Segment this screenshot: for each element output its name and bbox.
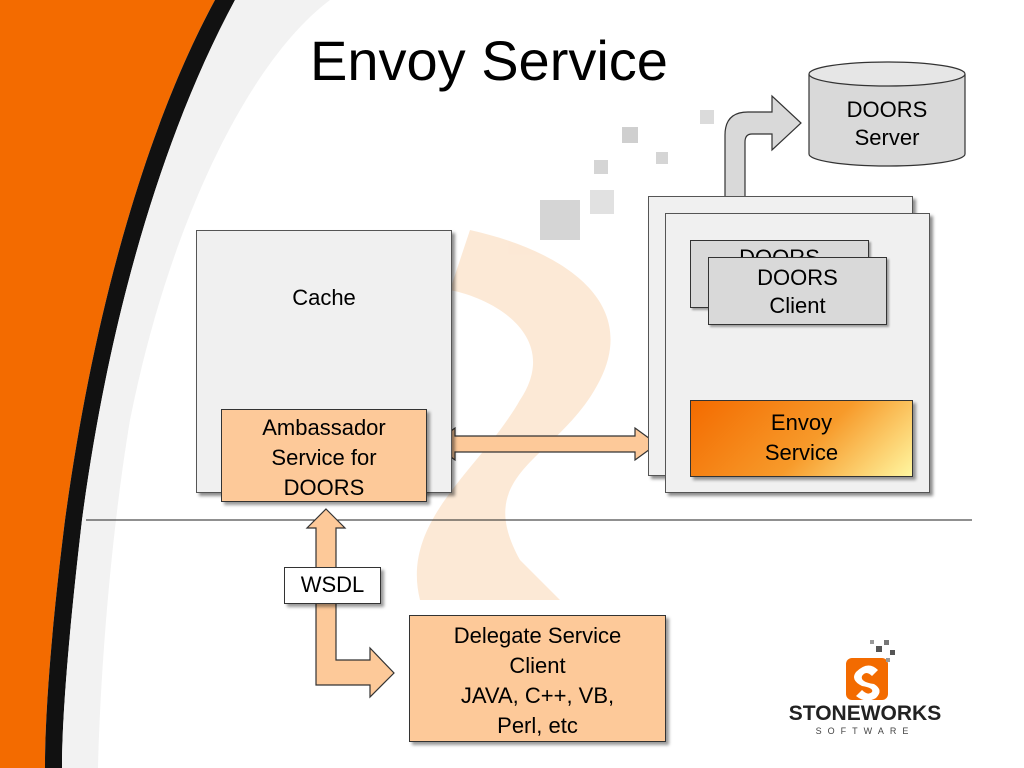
- delegate-line-2: Client: [509, 653, 566, 678]
- envoy-service-box: Envoy Service: [690, 400, 913, 477]
- stoneworks-logo-text: STONEWORKS: [788, 702, 942, 725]
- delegate-line-4: Perl, etc: [497, 713, 578, 738]
- envoy-service-line-2: Service: [764, 440, 839, 465]
- envoy-service-line-1: Envoy: [770, 410, 833, 435]
- doors-server-label: DOORS Server: [809, 96, 965, 152]
- wsdl-box: WSDL: [284, 567, 381, 604]
- gray-swoosh-decoration: [62, 0, 330, 768]
- doors-server-line-2: Server: [854, 125, 920, 150]
- wsdl-ambassador-arrow: [305, 508, 395, 699]
- ambassador-line-3: DOORS: [283, 475, 365, 500]
- stoneworks-logo-icon: [846, 640, 895, 701]
- ambassador-line-1: Ambassador: [262, 415, 386, 440]
- black-swoosh-decoration: [45, 0, 235, 768]
- page-title: Envoy Service: [310, 29, 668, 92]
- doors-client-box: DOORS Client: [708, 257, 887, 325]
- doors-client-line-1: DOORS: [757, 265, 838, 290]
- doors-server-cylinder: [808, 61, 966, 167]
- doors-client-line-2: Client: [769, 293, 826, 318]
- delegate-line-1: Delegate Service: [453, 623, 622, 648]
- cache-label: Cache: [292, 285, 356, 310]
- delegate-line-3: JAVA, C++, VB,: [460, 683, 615, 708]
- ambassador-line-2: Service for: [271, 445, 377, 470]
- delegate-service-client-box: Delegate Service Client JAVA, C++, VB, P…: [409, 615, 666, 742]
- stoneworks-logo-subtext: SOFTWARE: [815, 726, 915, 736]
- doors-server-line-1: DOORS: [846, 97, 928, 122]
- orange-swoosh-decoration: [0, 0, 215, 768]
- watermark-decoration: [416, 110, 714, 600]
- ambassador-service-box: Ambassador Service for DOORS: [221, 409, 427, 502]
